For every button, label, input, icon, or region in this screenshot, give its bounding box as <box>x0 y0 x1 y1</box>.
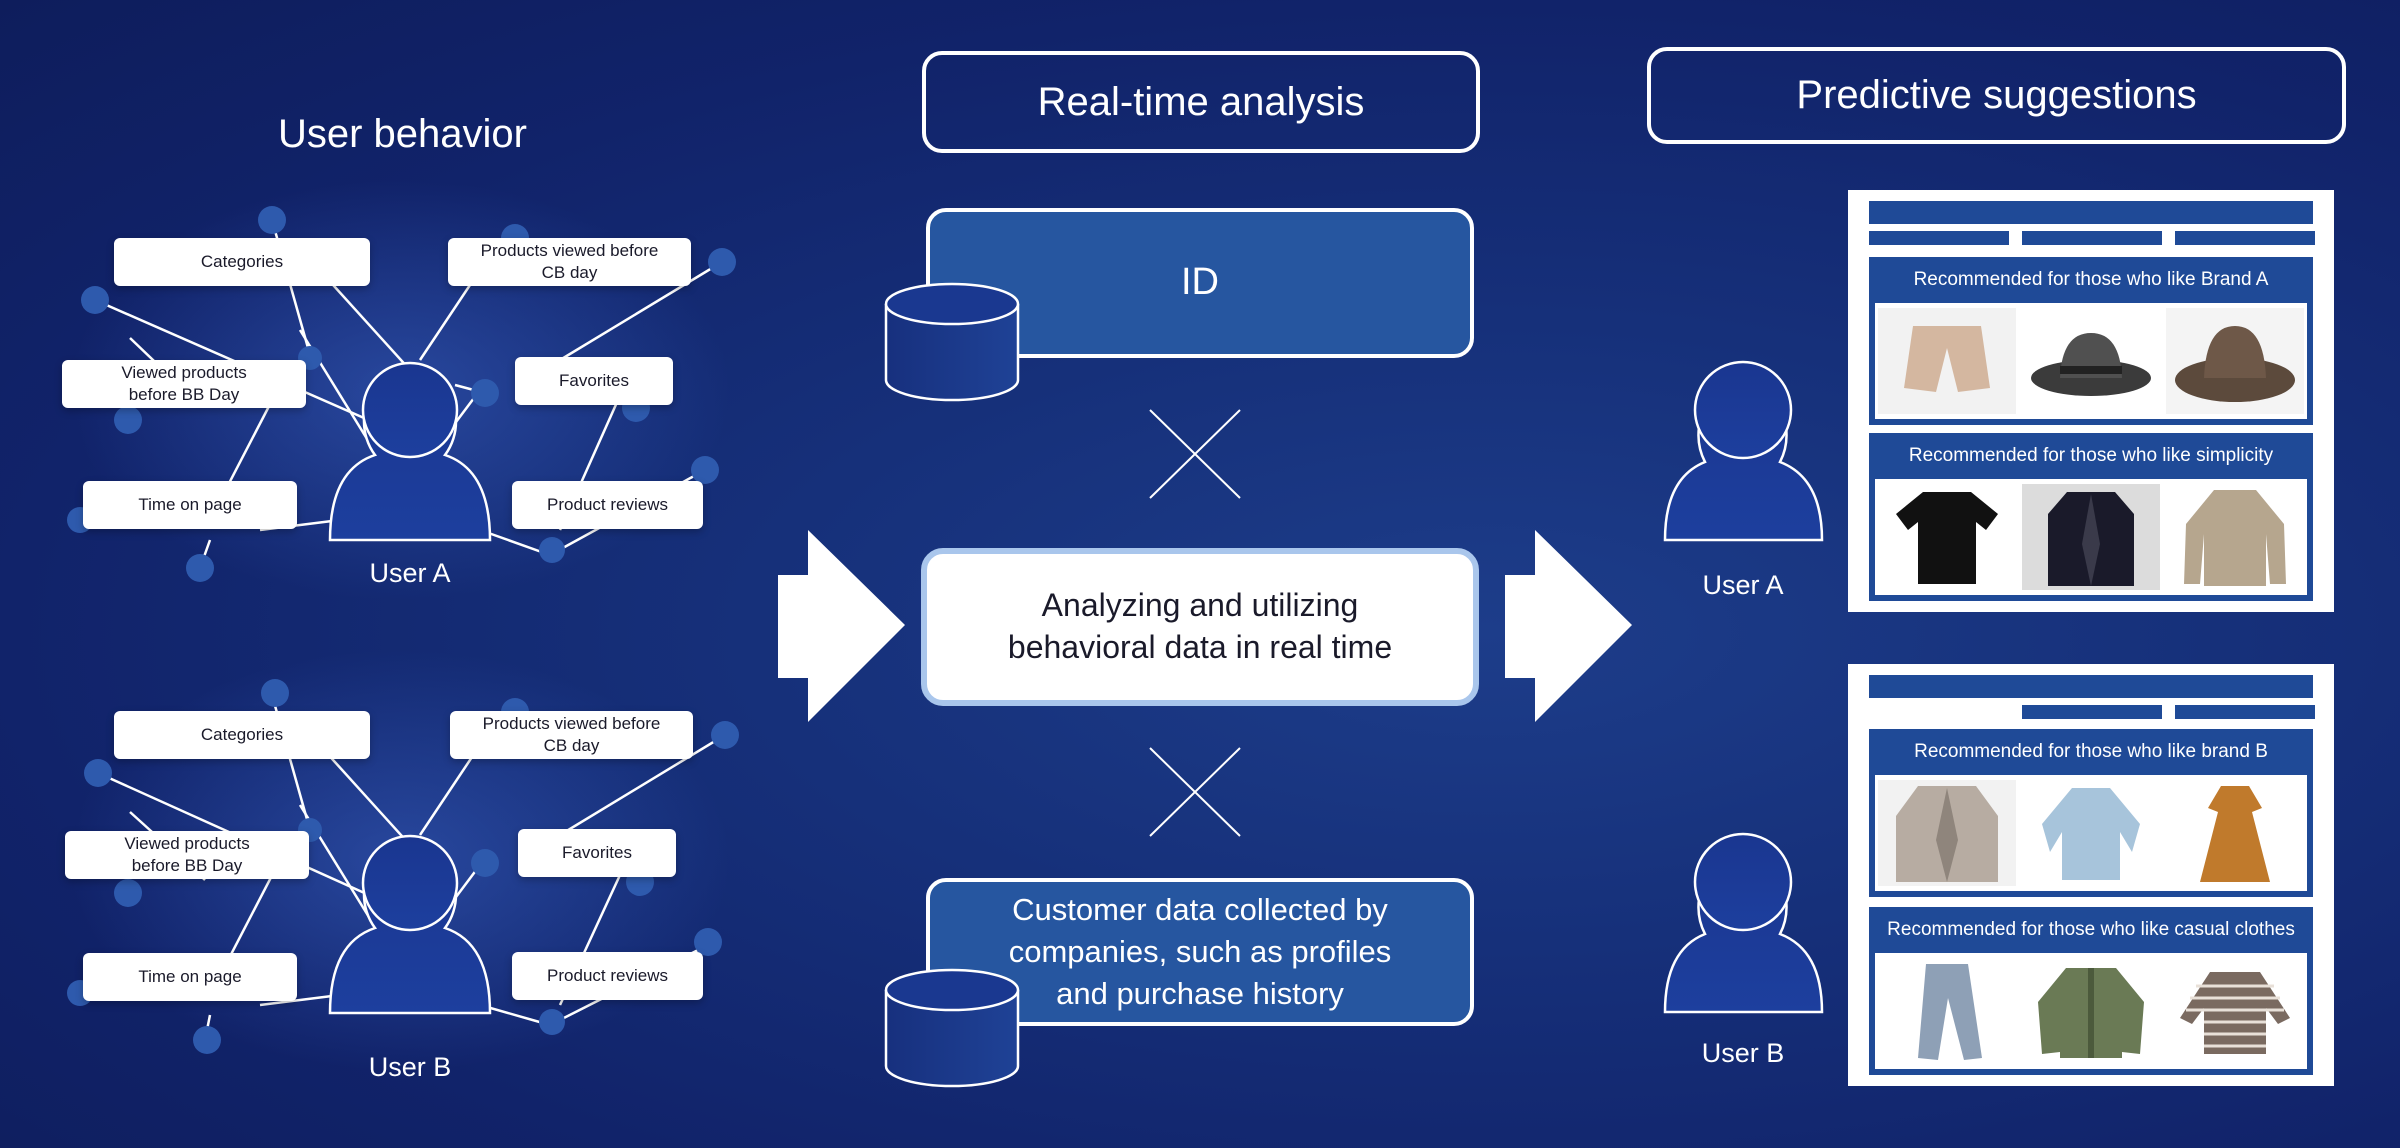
realtime-heading: Real-time analysis <box>922 51 1480 153</box>
orange-dress-photo[interactable] <box>2166 780 2304 886</box>
chip-favorites-a: Favorites <box>515 357 673 405</box>
user-b-target-label: User B <box>1701 1038 1785 1068</box>
arrow-right-2 <box>1505 530 1632 722</box>
recommendation-panel-b: Recommended for those who like brand B R… <box>1848 664 2334 1086</box>
bomber-jacket-photo[interactable] <box>2022 958 2160 1064</box>
recommendation-title: Recommended for those who like simplicit… <box>1908 445 2274 466</box>
chip-viewed-products-bb-b: Viewed products before BB Day <box>65 831 309 879</box>
black-tshirt-photo[interactable] <box>1878 484 2016 590</box>
chip-product-reviews-a: Product reviews <box>512 481 703 529</box>
network-nodes-b <box>67 679 739 1054</box>
user-a-target-label: User A <box>1702 570 1784 600</box>
panel-b-nav-bar-1 <box>2022 705 2162 719</box>
recommendation-block: Recommended for those who like brand B <box>1869 729 2313 897</box>
recommendation-panel-a: Recommended for those who like Brand A R… <box>1848 190 2334 612</box>
user-a-network-icon <box>328 361 492 542</box>
user-a-target-icon <box>1663 360 1824 542</box>
jeans-photo[interactable] <box>1878 958 2016 1064</box>
analysis-center-box: Analyzing and utilizing behavioral data … <box>921 548 1479 706</box>
database-icon-customer <box>884 968 1020 1088</box>
striped-top-photo[interactable] <box>2166 958 2304 1064</box>
user-a-network-label: User A <box>369 558 451 588</box>
database-icon-id <box>884 282 1020 402</box>
chip-categories-b: Categories <box>114 711 370 759</box>
chip-viewed-products-bb-a: Viewed products before BB Day <box>62 360 306 408</box>
dark-jacket-photo[interactable] <box>2022 484 2160 590</box>
recommendation-title: Recommended for those who like casual cl… <box>1887 919 2295 940</box>
chip-products-viewed-cb-a: Products viewed before CB day <box>448 238 691 286</box>
user-behavior-heading: User behavior <box>277 112 527 156</box>
recommendation-title: Recommended for those who like Brand A <box>1913 269 2269 290</box>
chip-categories-a: Categories <box>114 238 370 286</box>
panel-a-nav-bar-3 <box>2175 231 2315 245</box>
multiply-icon-top <box>1149 409 1241 499</box>
panel-b-nav-bar-2 <box>2175 705 2315 719</box>
panel-a-nav-bar-1 <box>1869 231 2009 245</box>
recommendation-block: Recommended for those who like Brand A <box>1869 257 2313 425</box>
shorts-photo[interactable] <box>1878 308 2016 414</box>
multiply-icon-bottom <box>1149 747 1241 837</box>
predictive-heading: Predictive suggestions <box>1647 47 2346 144</box>
recommendation-title: Recommended for those who like brand B <box>1914 741 2268 762</box>
beige-cardigan-photo[interactable] <box>2166 484 2304 590</box>
recommendation-block: Recommended for those who like simplicit… <box>1869 433 2313 601</box>
chip-time-on-page-a: Time on page <box>83 481 297 529</box>
panel-b-header-bar <box>1869 675 2313 698</box>
panel-a-nav-bar-2 <box>2022 231 2162 245</box>
panel-a-header-bar <box>1869 201 2313 224</box>
customer-data-box: Customer data collected by companies, su… <box>926 878 1474 1026</box>
arrow-right-1 <box>778 530 905 722</box>
blue-shirt-photo[interactable] <box>2022 780 2160 886</box>
chip-product-reviews-b: Product reviews <box>512 952 703 1000</box>
brown-hat-photo[interactable] <box>2166 308 2304 414</box>
user-b-network-icon <box>328 834 492 1015</box>
gray-blazer-photo[interactable] <box>1878 780 2016 886</box>
recommendation-block: Recommended for those who like casual cl… <box>1869 907 2313 1075</box>
chip-time-on-page-b: Time on page <box>83 953 297 1001</box>
user-b-network-label: User B <box>368 1052 452 1082</box>
gray-fedora-photo[interactable] <box>2022 308 2160 414</box>
chip-products-viewed-cb-b: Products viewed before CB day <box>450 711 693 759</box>
user-b-target-icon <box>1663 832 1824 1014</box>
chip-favorites-b: Favorites <box>518 829 676 877</box>
